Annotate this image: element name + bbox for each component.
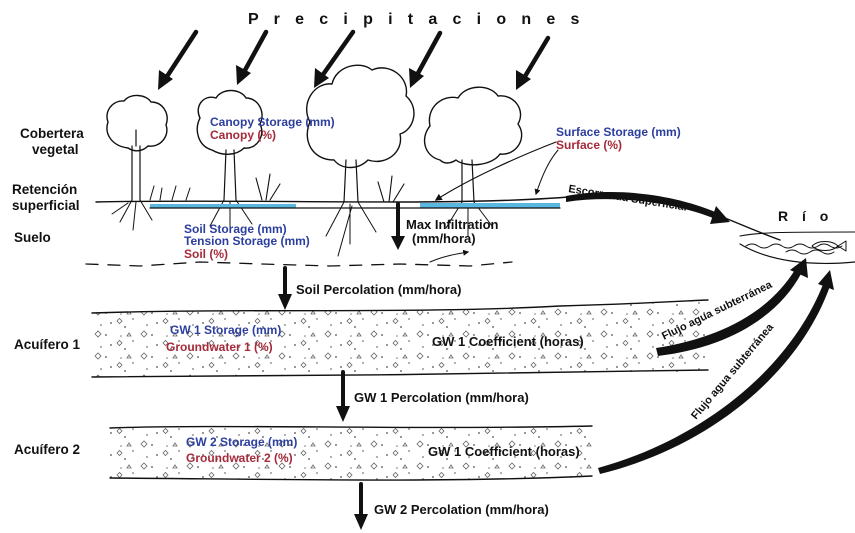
gw1-coefficient-label: GW 1 Coefficient (horas) [432,334,584,349]
soil-percolation-label: Soil Percolation (mm/hora) [296,282,461,297]
rain-arrow [516,38,548,90]
river-label: R í o [778,208,833,224]
grass-icon [256,174,280,200]
surface-param-label: Surface (%) [556,138,622,152]
infiltration-arrow [391,204,405,250]
acuifero-2-label: Acuífero 2 [14,442,80,457]
tension-storage-label: Tension Storage (mm) [184,234,310,248]
soil-percolation-arrow [278,268,292,310]
gw1-percolation-label: GW 1 Percolation (mm/hora) [354,390,529,405]
canopy-storage-label: Canopy Storage (mm) [210,115,335,129]
rain-arrow [236,32,266,85]
rain-arrow [158,32,196,90]
soil-boundary [86,262,512,266]
gw2-percolation-label: GW 2 Percolation (mm/hora) [374,502,549,517]
max-infiltration-label: Max Infiltration [406,217,499,232]
cobertera-label: Cobertera [20,126,84,141]
canopy-param-label: Canopy (%) [210,128,276,142]
superficial-label: superficial [12,198,80,213]
vegetal-label: vegetal [32,142,79,157]
precipitation-arrows [158,32,548,90]
gw2-param-label: Groundwater 2 (%) [186,451,293,465]
grass-icon [150,186,190,200]
runoff-arrow: Escorrentía Superficial [566,183,730,224]
tree-icon [425,87,522,236]
gw1-percolation-arrow [336,372,350,422]
aquifer-1 [92,300,708,377]
gw1-storage-label: GW 1 Storage (mm) [170,323,281,337]
surface-storage-label: Surface Storage (mm) [556,125,681,139]
gw2-percolation-arrow [354,484,368,530]
tree-icon [107,95,167,230]
suelo-label: Suelo [14,230,51,245]
precipitation-title: P r e c i p i t a c i o n e s [248,11,585,28]
retencion-label: Retención [12,182,77,197]
grass-icon [378,176,404,202]
gw2-coefficient-label: GW 1 Coefficient (horas) [428,444,580,459]
rain-arrow [409,33,440,88]
surface-pointer-arrow [436,142,556,200]
river: R í o [740,208,855,263]
soil-param-label: Soil (%) [184,247,228,261]
infiltration-pointer-arrow [430,252,468,262]
gw1-param-label: Groundwater 1 (%) [166,340,273,354]
acuifero-1-label: Acuífero 1 [14,337,81,352]
infiltration-unit-label: (mm/hora) [412,231,476,246]
gw2-storage-label: GW 2 Storage (mm) [186,435,297,449]
surface-pointer-arrow [536,150,558,194]
tree-icon [197,91,262,233]
